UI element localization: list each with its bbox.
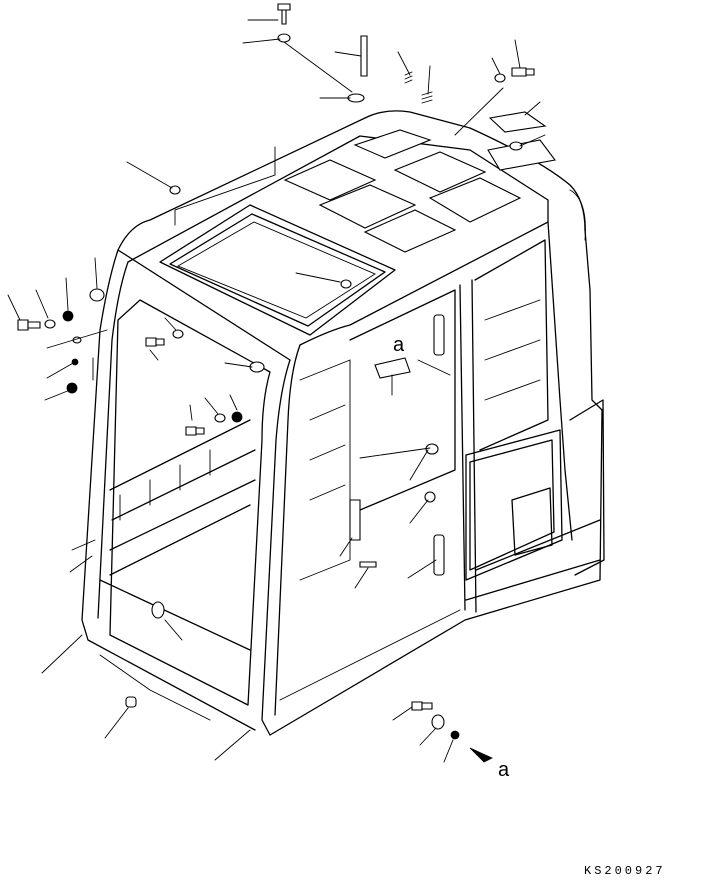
nut-mid (232, 412, 242, 422)
spring-top-1 (405, 72, 412, 83)
hinge (434, 535, 444, 575)
washer-left-1 (45, 320, 55, 328)
washer-left-3 (173, 330, 183, 338)
grommet-left (90, 289, 104, 301)
washer-top (278, 34, 290, 42)
washer-right (495, 74, 505, 82)
pin-low (360, 562, 376, 567)
arrow-a (470, 748, 492, 762)
rubber-mount (152, 602, 164, 618)
plug-bottom (126, 697, 136, 707)
cap-roof-window (341, 280, 351, 288)
bolt-top-1 (278, 4, 290, 24)
bolt-bottom (412, 702, 432, 710)
nut-door-2 (425, 492, 435, 502)
label-plate (490, 112, 545, 132)
pin-top (361, 36, 367, 76)
cap-roof (170, 186, 180, 194)
ref-letter-a-upper: a (393, 334, 405, 356)
bolt-mid (186, 427, 204, 435)
hinge-upper (434, 315, 444, 355)
bolt-top-right (512, 68, 534, 76)
cab-frame (82, 111, 604, 735)
bolt-left-2 (146, 338, 164, 346)
washer-mid (215, 414, 225, 422)
leader-lines (8, 20, 545, 762)
damper (350, 500, 360, 540)
nut-left-3 (67, 383, 77, 393)
spring-top-2 (422, 92, 432, 103)
drawing-code: KS200927 (584, 864, 666, 878)
bolt-left-1 (18, 320, 40, 330)
washer-bottom (432, 715, 444, 729)
latch-plate (375, 358, 410, 378)
nut-bottom (451, 731, 459, 739)
nut-left-1 (63, 311, 73, 321)
cap-right (510, 142, 522, 150)
nut-door (426, 444, 438, 454)
ref-letter-a-lower: a (498, 759, 510, 781)
